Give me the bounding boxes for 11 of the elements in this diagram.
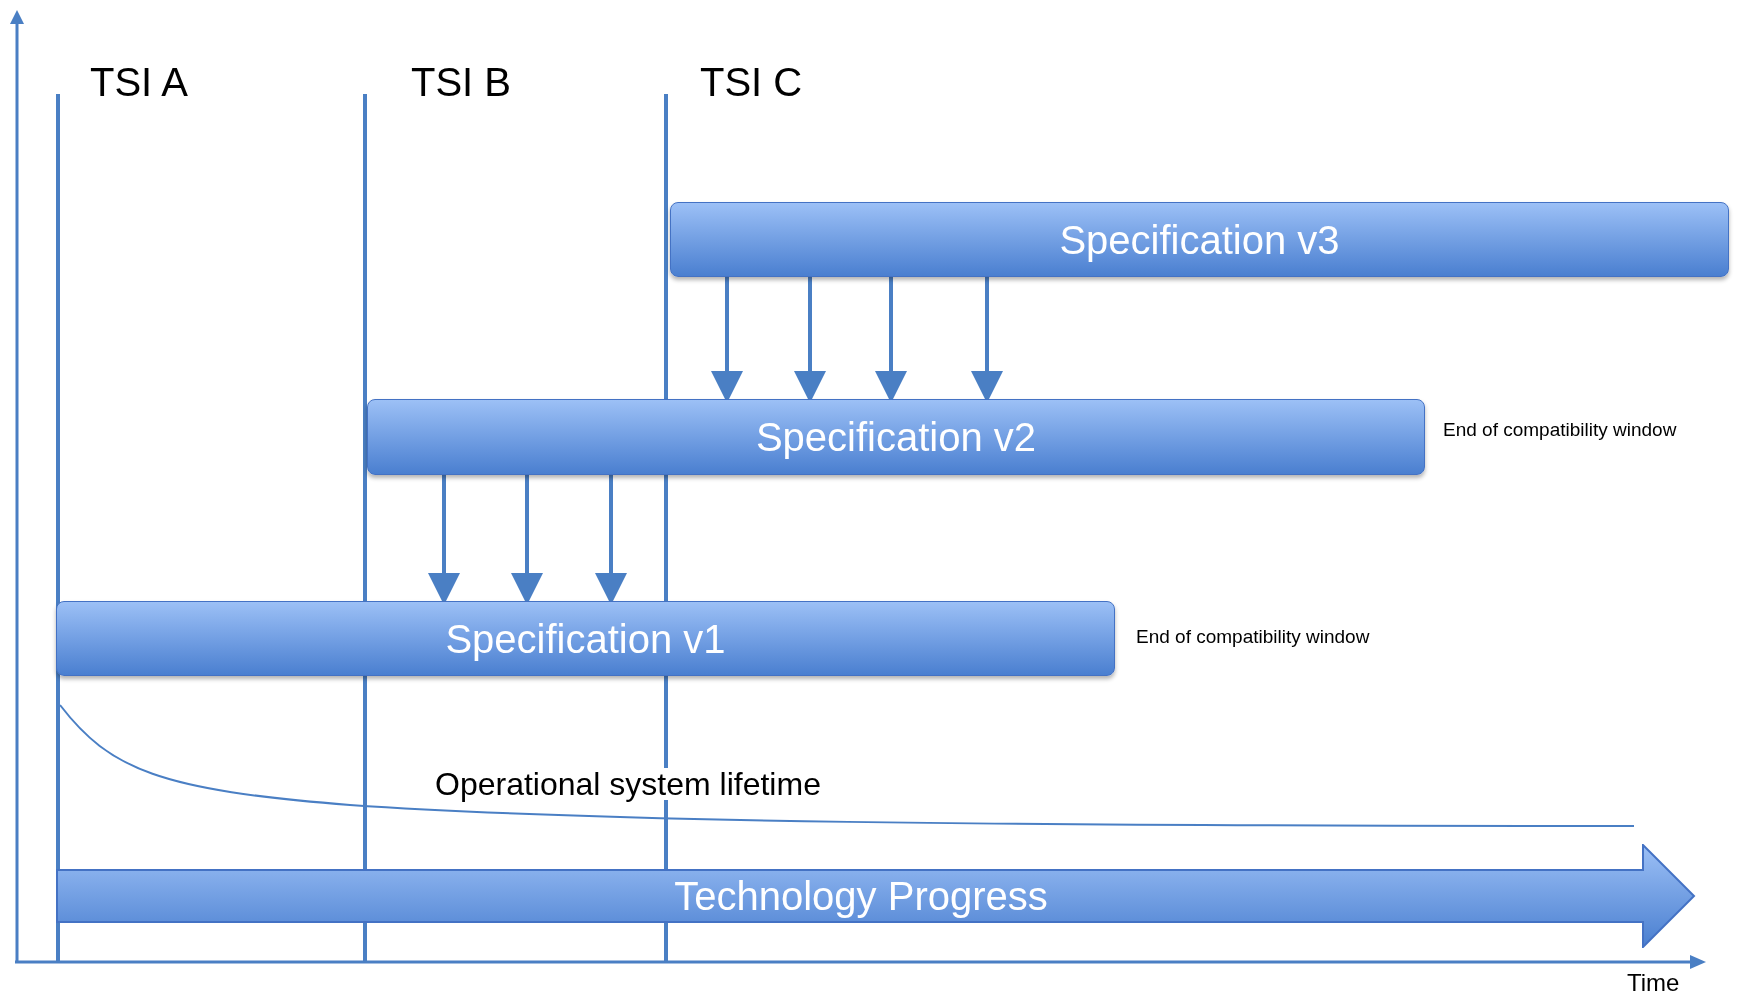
note-text: End of compatibility window — [1443, 420, 1677, 439]
specification-bar — [670, 202, 1729, 277]
bar-label: Technology Progress — [674, 876, 1048, 916]
progress-arrow — [56, 844, 1696, 948]
bar-label: Specification v3 — [1059, 219, 1340, 260]
curve-label: Operational system lifetime — [435, 768, 821, 800]
specification-bar — [367, 399, 1425, 475]
note-text: End of compatibility window — [1136, 627, 1370, 646]
bar-label: Specification v1 — [445, 618, 726, 659]
specification-bar — [56, 601, 1115, 676]
bar-label: Specification v2 — [755, 417, 1037, 457]
